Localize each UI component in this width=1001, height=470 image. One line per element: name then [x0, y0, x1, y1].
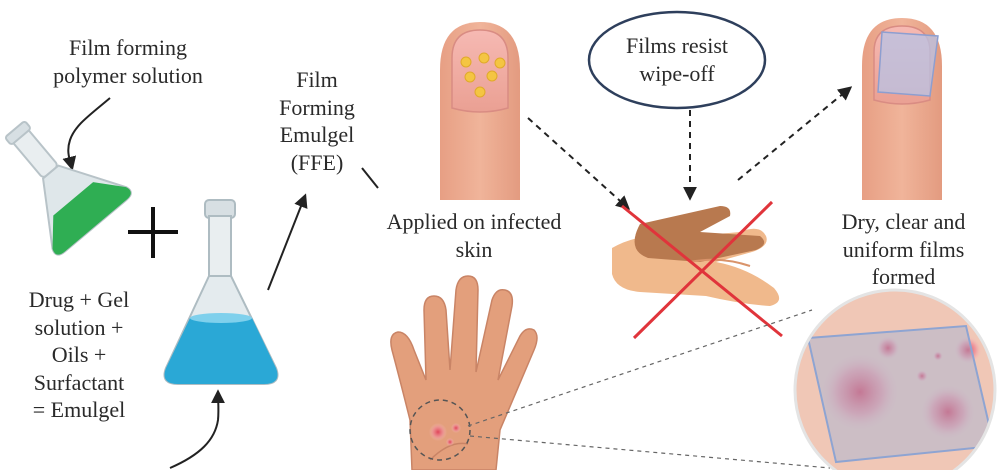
dashed-arrow-nail-to-hands [528, 118, 628, 208]
arrow-flask-to-ffe [268, 196, 305, 290]
flask-green-icon [0, 98, 133, 258]
plus-icon [128, 207, 178, 258]
label-films-resist: Films resist wipe-off [592, 32, 762, 87]
label-polymer-solution: Film forming polymer solution [28, 34, 228, 89]
label-emulgel-composition: Drug + Gel solution + Oils + Surfactant … [4, 286, 154, 424]
nail-spots-icon [440, 22, 520, 200]
nail-film-icon [862, 18, 942, 200]
arrow-emulgel-to-flask [170, 392, 218, 468]
flask-blue-icon [165, 200, 278, 384]
zoom-line-lower [470, 436, 830, 468]
arrow-polymer-to-flask [68, 98, 110, 168]
hand-infected-icon [391, 276, 537, 470]
hands-crossed-icon [612, 202, 782, 338]
label-applied-on-skin: Applied on infected skin [364, 208, 584, 263]
magnified-skin-icon [795, 290, 995, 470]
dashed-arrow-hands-to-nail [738, 88, 850, 180]
label-dry-clear-films: Dry, clear and uniform films formed [806, 208, 1001, 291]
label-ffe: Film Forming Emulgel (FFE) [262, 66, 372, 176]
